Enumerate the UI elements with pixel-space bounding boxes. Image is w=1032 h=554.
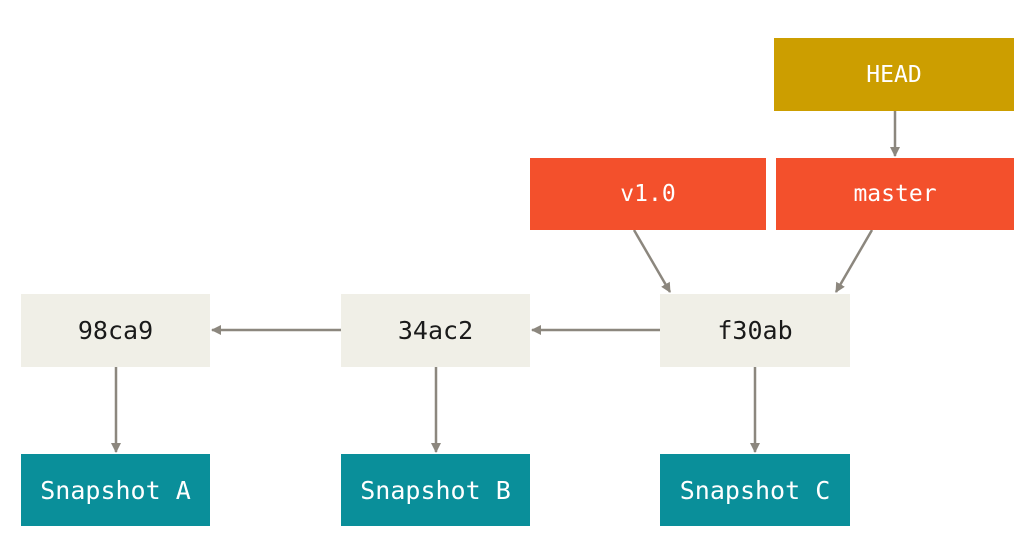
- tag-v1-0: v1.0: [530, 158, 766, 230]
- commit-f30ab: f30ab: [660, 294, 850, 367]
- commit-34ac2: 34ac2: [341, 294, 530, 367]
- arrow-master-to-f30ab: [834, 229, 874, 293]
- arrow-tag-to-f30ab: [632, 229, 672, 293]
- snapshot-b: Snapshot B: [341, 454, 530, 526]
- snapshot-a: Snapshot A: [21, 454, 210, 526]
- commit-98ca9: 98ca9: [21, 294, 210, 367]
- head-pointer: HEAD: [774, 38, 1014, 111]
- branch-master: master: [776, 158, 1014, 230]
- snapshot-c: Snapshot C: [660, 454, 850, 526]
